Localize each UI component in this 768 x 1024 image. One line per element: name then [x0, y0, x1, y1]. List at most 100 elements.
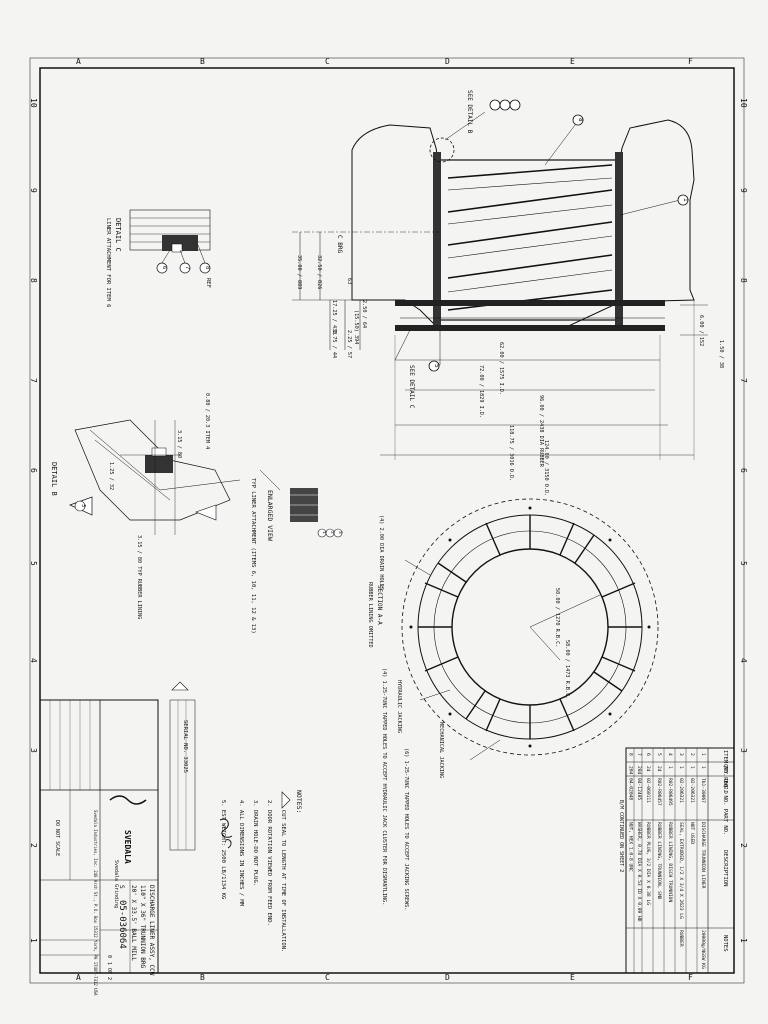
bom-cell: 1 [667, 766, 673, 769]
border-number: 5 [29, 561, 38, 566]
bom-cell: 04-02048 [628, 778, 634, 800]
bom-cell: SEAL, EXTRUDED, 1/2 X 3/4 X 2623 LG [678, 822, 684, 919]
border-letter: D [445, 57, 450, 66]
note-item: 5. EST WEIGHT: 2500 LB/1134 KG [220, 800, 226, 899]
bom-cell: RUBBER PLUG, 3/2 DIA X 0.38 LG [645, 822, 651, 905]
detail-b-note: 0.80 / 20.3 ITEM 4 [204, 393, 210, 449]
bom-cell: 02-060111 [645, 778, 651, 803]
section-aa-label: SECTION A-A [376, 585, 383, 625]
bom-cell: 8 [628, 753, 634, 756]
border-number: 7 [739, 378, 748, 383]
bom-continued: B/M CONTINUED ON SHEET 2 [618, 800, 624, 872]
border-number: 8 [739, 278, 748, 283]
border-letter: B [200, 973, 205, 982]
outer-margin [29, 57, 745, 984]
end-view-labels: (4) 2.00 DIA DRAIN HOLES SECTION A-A RUB… [367, 515, 570, 910]
bom-cell: WASHER, 0.78 DIA X 0.53 ID X 0.09 HD [636, 822, 642, 922]
notes-block: NOTES: 1. CUT SEAL TO LENGTH AT TIME OF … [182, 720, 303, 952]
bom-cell: 02-206321 [689, 778, 695, 803]
title-block [39, 699, 196, 974]
dim-label: 62.00 / 1575 I.D. [498, 342, 504, 395]
bom-cell: 3 [678, 753, 684, 756]
bom-header-part: DWG. NO. PART NO. [722, 779, 728, 835]
border-letters-bottom: A B C D E F [76, 973, 693, 982]
company-name: SVEDALA [123, 830, 132, 864]
enlarged-desc: TYP LINER ATTACHMENT (ITEMS 6, 10, 11, 1… [250, 478, 256, 634]
dim-label: 2.50 / 64 [361, 300, 367, 328]
detail-c-title: DETAIL C [114, 218, 122, 252]
section-dimensions: 32.50 / 826 35.00 / 889 63 (15.50) 394 1… [296, 255, 724, 496]
drain-holes-note: (4) 2.00 DIA DRAIN HOLES [378, 515, 384, 590]
border-number: 1 [739, 938, 748, 943]
enlarged-labels: ENLARGED VIEW TYP LINER ATTACHMENT (ITEM… [250, 478, 343, 634]
detail-c [129, 209, 211, 274]
note-triangles [171, 681, 291, 809]
brg-label: C BRG [336, 235, 343, 253]
bom-cell: Tb1-30067 [700, 778, 706, 803]
dim-label: 6.00 / 152 [698, 315, 704, 346]
drawing-title-line3: 20' X 33.5' BALL MILL [130, 885, 137, 961]
border-number: 2 [29, 843, 38, 848]
revision: 0 [106, 955, 112, 958]
border-number: 1 [29, 938, 38, 943]
tapped-note: (6) 1-25-7UNC TAPPED HOLES TO ACCEPT JAC… [403, 748, 409, 910]
detail-b-labels: DETAIL B 0.80 / 20.3 ITEM 4 3.15 / 80 3.… [50, 393, 210, 619]
note-item: 4. ALL DIMENSIONS IN INCHES / MM [238, 800, 244, 907]
note-item: 3. DRAIN HOLE-DO NOT PLUG. [252, 800, 258, 886]
border-number: 9 [29, 188, 38, 193]
tapped-note: (4) 1.25-7UNC TAPPED HOLES TO ACCEPT HYD… [381, 668, 387, 905]
company-address: Svedala Industries, Inc. 240 Arch St., P… [93, 810, 98, 996]
border-number: 6 [739, 468, 748, 473]
dim-label: 118.75 / 3016 O.D. [508, 425, 514, 481]
company-sub: Svedala Grinding [113, 860, 119, 908]
border-numbers-right: 10 9 8 7 6 5 4 3 2 1 [739, 98, 748, 943]
bom-cell: 02-206321 [678, 778, 684, 803]
callout-number: 7 [184, 266, 190, 269]
serial-number: SERIAL NO. 33025 [182, 720, 188, 773]
bill-of-materials: ITEM NO. QTY REQ'D DWG. NO. PART NO. DES… [618, 747, 735, 974]
dim-label: 58.00 / 1473 R.B.C. [564, 640, 570, 699]
size-label: S [118, 885, 125, 889]
callout-number: 2 [329, 531, 335, 534]
end-view [401, 498, 659, 761]
border-number: 4 [29, 658, 38, 663]
enlarged-view [195, 469, 343, 538]
bom-cell: DISCHARGE TRUNNION LINER [700, 822, 706, 889]
drawing-title-line1: DISCHARGE LINER ASSY, CCW [148, 885, 155, 976]
bom-cell: 04-12405 [636, 778, 642, 800]
callout-number: 8 [204, 266, 210, 269]
jacking-label: HYDRAULIC JACKING [396, 680, 402, 733]
border-letter: A [76, 57, 81, 66]
detail-c-labels: DETAIL C LINER ATTACHMENT FOR ITEM 6 6 7… [105, 218, 211, 307]
bom-cell: 20000g/NGSW KG [700, 930, 706, 969]
border-number: 9 [739, 188, 748, 193]
jacking-label: MECHANICAL JACKING [438, 722, 444, 778]
dim-label: 124.00 / 3150 O.D. [543, 440, 549, 496]
note-item: 1. CUT SEAL TO LENGTH AT TIME OF INSTALL… [280, 800, 286, 952]
border-number: 10 [739, 98, 748, 108]
bom-header-desc: DESCRIPTION [722, 850, 728, 886]
dim-label: 17.25 / 438 [331, 300, 337, 334]
border-letter: F [688, 973, 693, 982]
see-detail-b: SEE DETAIL B [466, 90, 473, 134]
border-number: 10 [29, 98, 38, 108]
dim-label: 72.00 / 1829 I.D. [478, 365, 484, 418]
callout-number: 5 [433, 364, 440, 368]
border-number: 3 [739, 748, 748, 753]
callout-number: 3 [337, 531, 343, 534]
dim-label: 63 [346, 278, 352, 284]
border-letter: C [325, 973, 330, 982]
border-numbers-left: 10 9 8 7 6 5 4 3 2 1 [29, 98, 38, 943]
detail-b-title: DETAIL B [50, 462, 58, 496]
callout-number: 3 [80, 504, 86, 507]
callout-number: 6 [161, 266, 167, 269]
dim-label: 50.00 / 1270 R.B.C. [554, 588, 560, 647]
bom-cell: R02-R06457 [656, 778, 662, 806]
bom-cell: 1 [678, 766, 684, 769]
dim-label: 1.50 / 38 [718, 340, 724, 368]
border-letters-top: A B C D E F [76, 57, 693, 66]
bom-cell: R02-R06495 [667, 778, 673, 806]
bom-cell: 7 [636, 753, 642, 756]
section-labels: 8 1 5 SEE DETAIL B SEE DETAIL C C BRG [336, 90, 689, 409]
dim-label: 2.25 / 57 [346, 330, 352, 358]
